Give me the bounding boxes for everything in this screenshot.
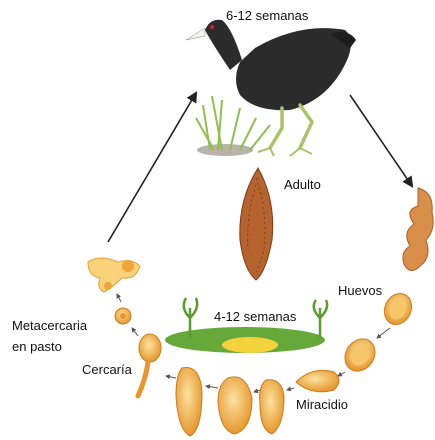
- miracidium-label: Miracidio: [296, 397, 348, 413]
- arrow-cerc: [132, 328, 138, 336]
- arrow-s2: [254, 390, 260, 392]
- eggs-label: Huevos: [338, 283, 382, 299]
- metacercaria-label-line1: Metacercaria: [12, 318, 87, 334]
- excysting-icon: [88, 258, 140, 292]
- host-period-label: 6-12 semanas: [226, 8, 308, 24]
- adult-fluke-icon: [240, 168, 273, 280]
- pasture-icon: [165, 298, 327, 353]
- metacercaria-icon: [115, 308, 131, 324]
- coot-bird-icon: [186, 20, 356, 156]
- arrow-to-bird: [108, 93, 196, 242]
- environment-period-label: 4-12 semanas: [214, 309, 296, 325]
- cercaria-icon: [138, 334, 161, 396]
- intestine-icon: [403, 188, 433, 271]
- miracidium-icon: [296, 370, 339, 391]
- arrow-s1: [287, 388, 294, 390]
- arrow-meta: [117, 294, 121, 302]
- egg-icon: [339, 289, 417, 377]
- cercaria-label: Cercaría: [82, 362, 132, 378]
- adult-label: Adulto: [284, 177, 321, 193]
- arrow-to-intestine: [350, 95, 412, 186]
- metacercaria-label-line2: en pasto: [12, 339, 87, 355]
- arrow-mira: [338, 372, 345, 376]
- arrow-s4: [166, 376, 176, 378]
- metacercaria-label: Metacercaria en pasto: [12, 318, 87, 355]
- arrow-s3: [206, 386, 218, 388]
- snail-stage-icon: [176, 368, 284, 437]
- arrow-egg-1: [377, 328, 390, 338]
